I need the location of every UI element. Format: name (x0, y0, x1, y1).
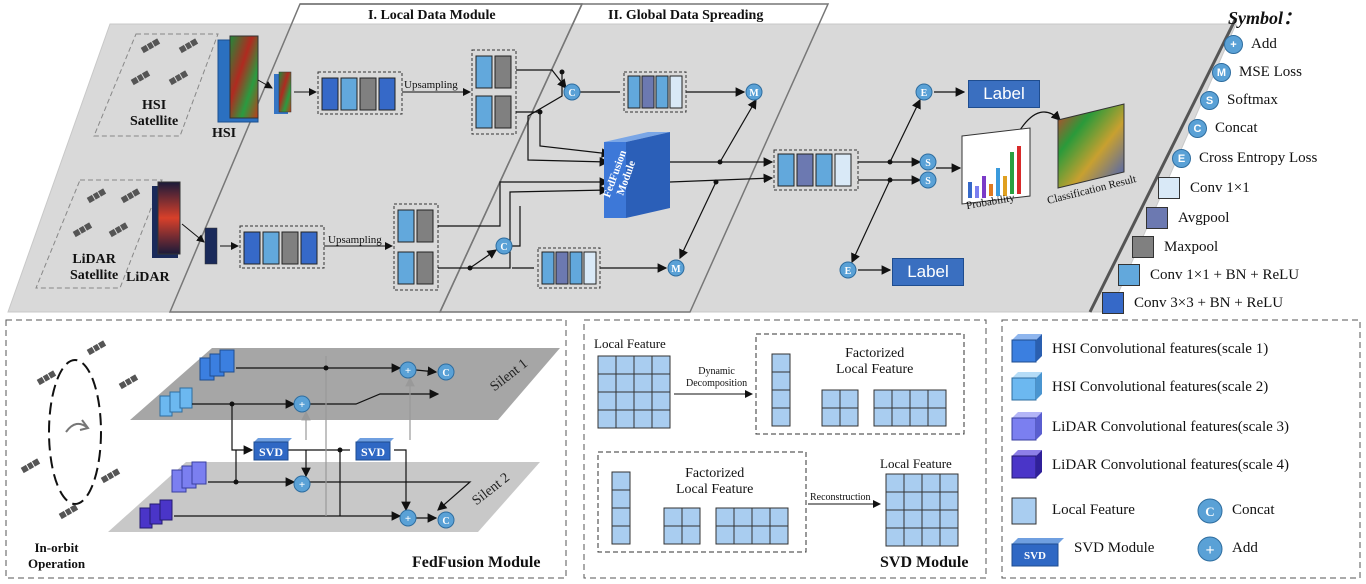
classification-map (1057, 103, 1125, 189)
label-box-bottom: Label (892, 258, 964, 286)
factorized-label-bottom: Factorized Local Feature (676, 466, 754, 497)
svd-local-feature-label: Local Feature (594, 336, 666, 351)
upsampling-label-lidar: Upsampling (328, 234, 382, 246)
silent1-plane (130, 348, 560, 420)
hsi-satellite-label: HSI Satellite (130, 98, 179, 129)
reconstruction-label: Reconstruction (810, 492, 871, 503)
svg-text:E: E (845, 266, 852, 277)
legend-concat: Concat (1232, 502, 1275, 518)
svg-text:C: C (568, 88, 575, 99)
svd-box-2 (355, 438, 394, 461)
svd-box-1 (253, 438, 292, 461)
concat-icon: C (1188, 119, 1207, 138)
layer-conv1x1: Conv 1×1 (1158, 177, 1250, 199)
svg-text:SVD: SVD (259, 445, 283, 459)
lidar-label: LiDAR (126, 270, 170, 285)
svg-text:C: C (442, 516, 449, 527)
conv1x1-swatch (1158, 177, 1180, 199)
fused-block (773, 149, 859, 191)
avgpool-swatch (1146, 207, 1168, 229)
global-lidar-block (537, 247, 601, 289)
legend-lidar-scale3: LiDAR Convolutional features(scale 3) (1052, 419, 1290, 435)
svg-text:S: S (925, 176, 931, 187)
probability-chart (961, 127, 1031, 205)
svg-text:C: C (442, 368, 449, 379)
svg-text:+: + (405, 365, 411, 377)
maxpool-swatch (1132, 236, 1154, 258)
fedfusion-cuboid (604, 132, 670, 218)
svg-text:C: C (500, 242, 507, 253)
svg-text:+: + (299, 479, 305, 491)
layer-avgpool: Avgpool (1146, 207, 1229, 229)
svd-result-label: Local Feature (880, 456, 952, 471)
global-module-frame (438, 3, 830, 313)
in-orbit-ellipse (48, 359, 102, 505)
hsi-upsampled-block (471, 49, 517, 135)
layer-conv3x3-bn: Conv 3×3 + BN + ReLU (1102, 292, 1283, 314)
svg-text:+: + (405, 513, 411, 525)
add-icon: + (1224, 35, 1243, 54)
upsampling-label-hsi: Upsampling (404, 79, 458, 91)
svg-text:S: S (925, 158, 931, 169)
conv3x3-bn-swatch (1102, 292, 1124, 314)
lidar-feature-stack-3 (171, 461, 207, 493)
svg-text:E: E (921, 88, 928, 99)
in-orbit-label: In-orbit Operation (28, 540, 86, 571)
svd-reconstructed-grid (885, 473, 959, 547)
svg-text:+: + (299, 399, 305, 411)
hsi-local-block (317, 71, 403, 115)
legend-local-feature: Local Feature (1052, 502, 1135, 518)
fedfusion-panel-title: FedFusion Module (412, 554, 541, 571)
hsi-feature-stack-1 (199, 349, 235, 381)
svg-text:M: M (671, 264, 681, 275)
symbol-add: +Add (1224, 35, 1277, 54)
conv1x1-bn-swatch (1118, 264, 1140, 286)
dynamic-decomposition-label: Dynamic Decomposition (686, 366, 748, 389)
legend-hsi-scale2: HSI Convolutional features(scale 2) (1052, 379, 1269, 395)
softmax-icon: S (1200, 91, 1219, 110)
label-box-top: Label (968, 80, 1040, 108)
factorized-label-top: Factorized Local Feature (836, 346, 914, 377)
legend-svd-module: SVD Module (1074, 540, 1155, 556)
fedfusion-panel (5, 319, 567, 579)
global-hsi-block (623, 71, 687, 113)
lidar-satellite-box (35, 179, 163, 289)
mse-icon: M (1212, 63, 1231, 82)
global-module-title: II. Global Data Spreading (608, 8, 764, 23)
svg-text:SVD: SVD (1024, 550, 1046, 562)
hsi-feature-stack-2 (159, 387, 193, 417)
symbol-title: Symbol： (1228, 8, 1302, 28)
local-module-title: I. Local Data Module (368, 8, 496, 23)
hsi-label: HSI (212, 126, 237, 141)
hsi-satellite-box (93, 33, 219, 137)
lidar-local-block (239, 225, 325, 269)
legend-panel (1001, 319, 1361, 579)
lidar-feature-stack-4 (139, 499, 173, 529)
legend-hsi-scale1: HSI Convolutional features(scale 1) (1052, 341, 1269, 357)
cross-entropy-icon: E (1172, 149, 1191, 168)
svg-text:M: M (749, 88, 759, 99)
lidar-upsampled-block (393, 203, 439, 291)
lidar-satellite-label: LiDAR Satellite (70, 252, 119, 283)
svd-local-feature-grid (597, 355, 671, 429)
svg-text:+: + (1205, 542, 1214, 559)
svd-panel-title: SVD Module (880, 554, 969, 571)
layer-maxpool: Maxpool (1132, 236, 1218, 258)
svd-panel (583, 319, 987, 579)
layer-conv1x1-bn: Conv 1×1 + BN + ReLU (1118, 264, 1299, 286)
legend-add: Add (1232, 540, 1258, 556)
svg-text:C: C (1205, 504, 1214, 519)
svg-text:SVD: SVD (361, 445, 385, 459)
legend-lidar-scale4: LiDAR Convolutional features(scale 4) (1052, 457, 1290, 473)
